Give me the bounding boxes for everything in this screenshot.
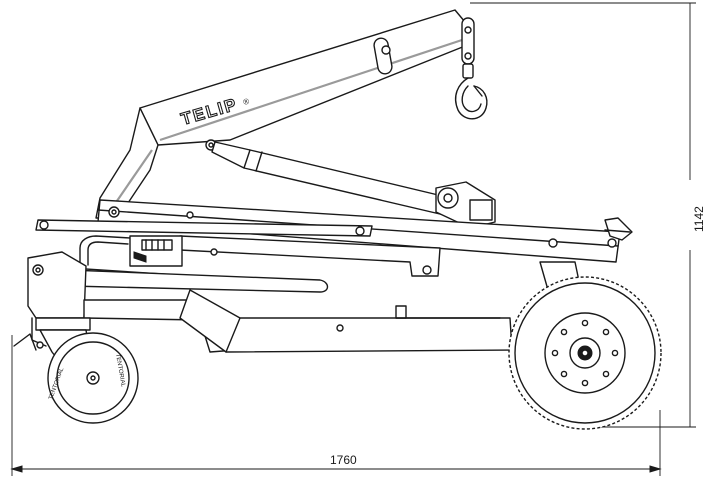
rear-caster-wheel bbox=[13, 317, 139, 424]
width-dimension-label: 1760 bbox=[330, 453, 357, 467]
hydraulic-cylinder bbox=[211, 141, 496, 229]
push-handle bbox=[79, 235, 131, 266]
strut-bar bbox=[35, 219, 373, 237]
boom-extension-slot bbox=[373, 37, 393, 75]
lower-chassis-beam bbox=[179, 289, 513, 353]
dimension-lines bbox=[10, 2, 696, 476]
caster-tyre-text-right: TENTORIAL bbox=[114, 353, 126, 388]
front-leg-handle bbox=[604, 217, 633, 248]
lifting-hook bbox=[454, 17, 488, 120]
brand-registered-mark: ® bbox=[242, 97, 250, 107]
lower-bar bbox=[69, 235, 441, 293]
boom-arm bbox=[95, 9, 471, 219]
front-wheel bbox=[508, 261, 662, 430]
height-dimension-label: 1142 bbox=[692, 206, 706, 232]
control-box bbox=[129, 235, 183, 267]
